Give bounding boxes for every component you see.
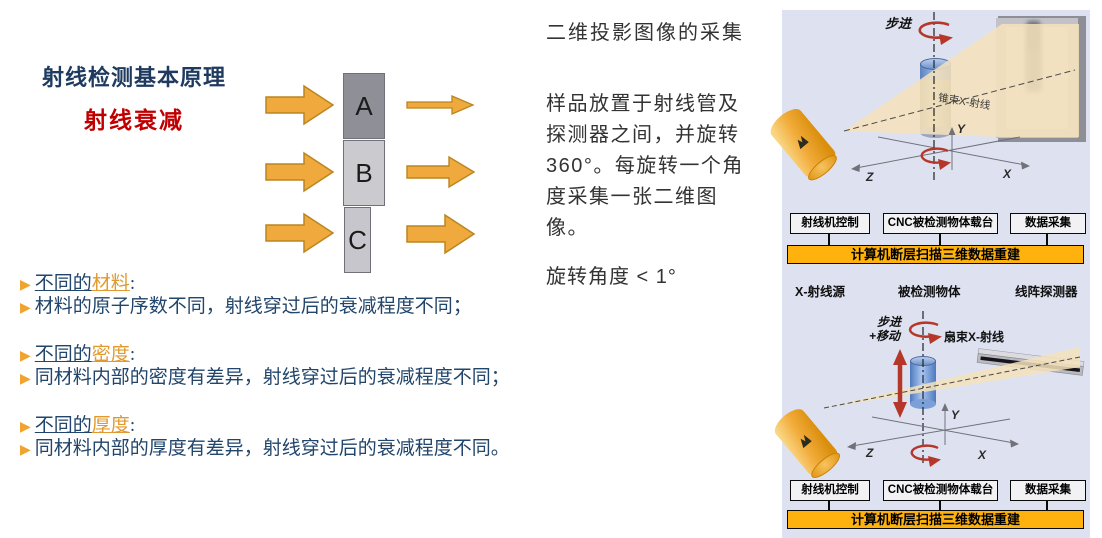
bullet-group-thickness: ▶不同的厚度: ▶同材料内部的厚度有差异，射线穿过后的衰减程度不同。: [20, 415, 560, 460]
axis-z-label: Z: [866, 170, 874, 184]
updown-arrow-icon: [893, 349, 907, 418]
heading-colon: :: [129, 415, 136, 436]
detail-text: 材料的原子序数不同，射线穿过后的衰减程度不同；: [34, 296, 472, 317]
detail-text: 同材料内部的密度有差异，射线穿过后的衰减程度不同；: [34, 367, 510, 388]
rotation-arrow-icon: [918, 21, 953, 45]
transmitted-ray-arrow-b: [406, 155, 476, 189]
incident-ray-arrow-c: [265, 212, 335, 254]
label-line-detector: 线阵探测器: [1015, 285, 1078, 299]
control-box-cnc: CNC被检测物体载台: [883, 213, 998, 234]
control-box-xray: 射线机控制: [790, 213, 870, 234]
move-label: +移动: [869, 329, 901, 343]
rotation-angle-note: 旋转角度 < 1°: [546, 266, 677, 288]
connector-line: [939, 501, 941, 510]
xray-source-icon: [765, 103, 841, 183]
axis-z-label: Z: [866, 446, 874, 460]
transmitted-ray-arrow-a: [406, 95, 475, 115]
block-label: C: [348, 224, 367, 255]
bullet-detail: ▶材料的原子序数不同，射线穿过后的衰减程度不同；: [20, 296, 560, 318]
connector-line: [1046, 501, 1048, 510]
axis-arrowheads: [847, 403, 1019, 450]
rotation-arrow-icon: [920, 147, 951, 170]
heading-colon: :: [129, 273, 136, 294]
rotation-arrow-icon: [908, 321, 942, 344]
material-block-b: B: [343, 140, 385, 206]
material-block-a: A: [343, 73, 385, 139]
bullet-group-density: ▶不同的密度: ▶同材料内部的密度有差异，射线穿过后的衰减程度不同；: [20, 344, 560, 389]
bullet-marker-icon: ▶: [20, 299, 31, 315]
heading-text: 不同的: [34, 344, 92, 365]
axis-x-label: X: [1003, 167, 1012, 181]
cone-beam-diagram: [843, 12, 1086, 180]
beam-centerline: [843, 69, 1076, 132]
connector-line: [828, 234, 830, 245]
fan-beam-diagram: [823, 311, 1085, 467]
control-box-daq: 数据采集: [1010, 480, 1086, 501]
coordinate-axes: [855, 132, 1026, 170]
page-title: 射线检测基本原理: [41, 65, 226, 90]
axis-arrowheads: [851, 127, 1030, 172]
acquisition-body: 样品放置于射线管及探测器之间，并旋转360°。每旋转一个角度采集一张二维图像。: [546, 93, 744, 239]
bullet-heading: ▶不同的密度:: [20, 344, 560, 366]
step-label: 步进: [885, 16, 912, 31]
page-subtitle: 射线衰减: [84, 108, 184, 133]
title-block: 射线检测基本原理 射线衰减: [6, 60, 262, 135]
ct-diagram-panel: 步进 锥束X-射线 Y Z X 射线机控制 CNC被检测物体载台 数据采集 计算…: [765, 10, 1090, 538]
fan-beam: [824, 347, 1080, 408]
material-block-c: C: [344, 207, 371, 273]
middle-text-column: 二维投影图像的采集 样品放置于射线管及探测器之间，并旋转360°。每旋转一个角度…: [546, 16, 778, 289]
bullet-heading: ▶不同的厚度:: [20, 415, 560, 437]
connector-line: [939, 234, 941, 245]
acquisition-heading: 二维投影图像的采集: [546, 22, 744, 44]
bullet-marker-icon: ▶: [20, 370, 31, 386]
control-box-daq: 数据采集: [1010, 213, 1086, 234]
beam-centerline: [823, 356, 1081, 409]
bullet-detail: ▶同材料内部的厚度有差异，射线穿过后的衰减程度不同。: [20, 438, 560, 460]
bullet-list: ▶不同的材料: ▶材料的原子序数不同，射线穿过后的衰减程度不同； ▶不同的密度:…: [20, 272, 560, 486]
block-label: B: [355, 157, 373, 188]
step-label: 步进: [877, 315, 902, 329]
label-object: 被检测物体: [898, 285, 961, 299]
bullet-marker-icon: ▶: [20, 276, 31, 292]
rotation-arrow-icon: [910, 444, 941, 467]
source-logo-icon: [797, 135, 809, 150]
heading-keyword: 密度: [91, 344, 130, 365]
detail-text: 同材料内部的厚度有差异，射线穿过后的衰减程度不同。: [34, 438, 510, 459]
incident-ray-arrow-a: [265, 84, 335, 126]
coordinate-axes: [851, 408, 1015, 447]
source-logo-icon: [800, 434, 812, 449]
heading-keyword: 厚度: [91, 415, 130, 436]
bullet-heading: ▶不同的材料:: [20, 273, 560, 295]
bullet-marker-icon: ▶: [20, 418, 31, 434]
control-box-xray: 射线机控制: [790, 480, 870, 501]
connector-line: [1046, 234, 1048, 245]
fan-beam-label: 扇束X-射线: [944, 330, 1005, 344]
heading-text: 不同的: [34, 415, 92, 436]
bullet-marker-icon: ▶: [20, 441, 31, 457]
cone-beam: [844, 24, 1079, 137]
incident-ray-arrow-b: [265, 151, 335, 193]
axis-y-label: Y: [957, 122, 966, 136]
label-xray-source: X-射线源: [795, 285, 846, 299]
transmitted-ray-arrow-c: [406, 213, 476, 255]
axis-x-label: X: [978, 448, 987, 462]
bullet-detail: ▶同材料内部的密度有差异，射线穿过后的衰减程度不同；: [20, 367, 560, 389]
reconstruction-bar: 计算机断层扫描三维数据重建: [787, 245, 1084, 264]
bullet-group-material: ▶不同的材料: ▶材料的原子序数不同，射线穿过后的衰减程度不同；: [20, 273, 560, 318]
heading-colon: :: [129, 344, 136, 365]
block-label: A: [355, 90, 373, 121]
connector-line: [828, 501, 830, 510]
heading-text: 不同的: [34, 273, 92, 294]
heading-keyword: 材料: [91, 273, 130, 294]
bullet-marker-icon: ▶: [20, 347, 31, 363]
xray-source-icon: [770, 404, 842, 480]
reconstruction-bar: 计算机断层扫描三维数据重建: [787, 510, 1084, 529]
control-box-cnc: CNC被检测物体载台: [883, 480, 998, 501]
axis-y-label: Y: [951, 408, 960, 422]
